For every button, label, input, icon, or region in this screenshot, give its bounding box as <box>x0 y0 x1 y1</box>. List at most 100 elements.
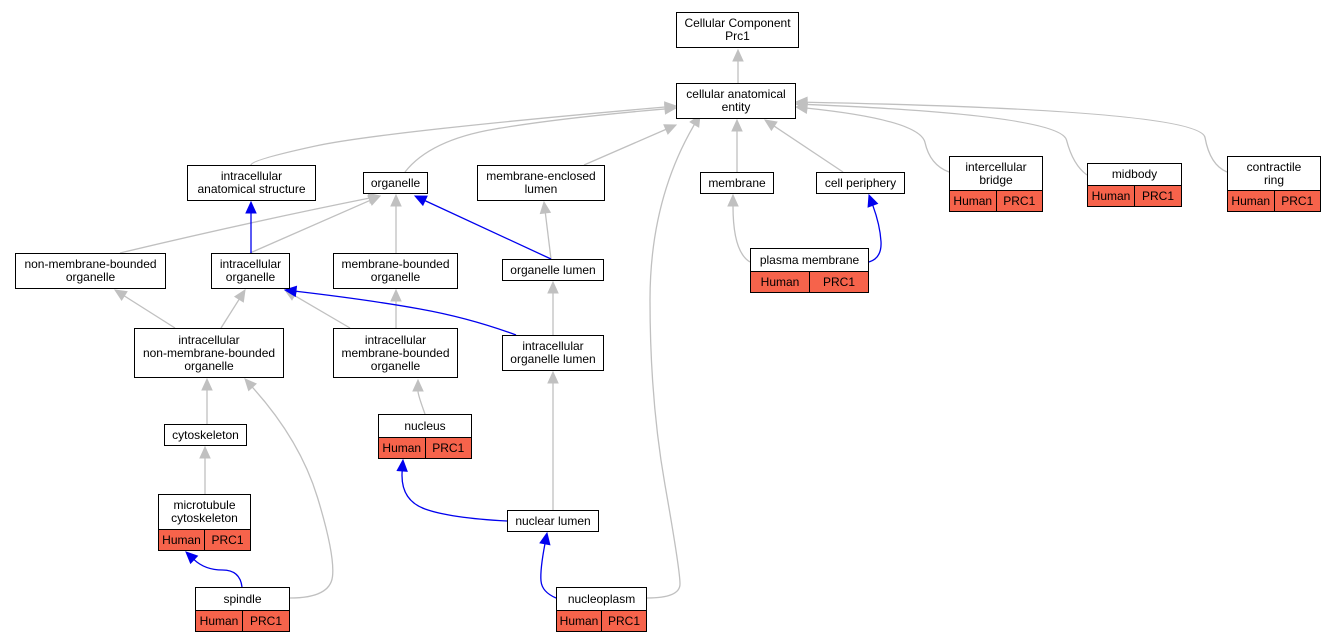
node-ias[interactable]: intracellular anatomical structure <box>187 165 316 201</box>
annotation-species: Human <box>1231 194 1271 208</box>
annotation-gene: PRC1 <box>809 272 868 292</box>
node-mbo[interactable]: membrane-bounded organelle <box>333 253 458 289</box>
edge-ol-to-mel <box>544 212 552 260</box>
edge-mel-to-cae <box>583 128 667 166</box>
arrowhead-io-to-organelle <box>367 195 382 206</box>
node-nmbo[interactable]: non-membrane-bounded organelle <box>15 253 166 289</box>
edge-cellper-to-cae <box>773 125 844 173</box>
node-imbo[interactable]: intracellular membrane-bounded organelle <box>333 328 458 378</box>
node-label: cytoskeleton <box>172 427 239 442</box>
node-label: intracellular non-membrane-bounded organ… <box>142 332 276 373</box>
node-label: membrane-bounded organelle <box>341 257 450 284</box>
node-io[interactable]: intracellular organelle <box>211 253 290 289</box>
edge-contring-to-cae <box>806 101 1228 173</box>
arrowhead-nuclumen-to-iol <box>547 370 559 384</box>
node-nuclumen[interactable]: nuclear lumen <box>507 510 599 532</box>
arrowhead-ol-to-organelle <box>413 195 428 207</box>
edge-midbody-to-cae <box>806 103 1088 176</box>
annotation-gene: PRC1 <box>242 611 289 631</box>
node-label: spindle <box>223 591 262 606</box>
node-label: nucleoplasm <box>567 591 636 606</box>
edge-nucleus-to-imbo <box>417 390 426 415</box>
node-mel[interactable]: membrane-enclosed lumen <box>477 165 605 201</box>
annotation-species: Human <box>760 275 800 289</box>
annotation-species: Human <box>1091 189 1131 203</box>
edge-inmbo-to-nmbo <box>123 295 176 329</box>
arrowhead-cellper-to-cae <box>763 119 778 132</box>
node-organelle[interactable]: organelle <box>363 172 428 194</box>
node-ol[interactable]: organelle lumen <box>502 259 604 281</box>
edge-nuclumen-to-nucleus <box>401 470 508 522</box>
node-label: intercellular bridge <box>965 159 1027 187</box>
edge-nmbo-to-organelle <box>119 197 370 254</box>
node-iol[interactable]: intracellular organelle lumen <box>502 335 604 371</box>
edge-io-to-organelle <box>249 199 371 254</box>
arrowhead-spindle-to-inmbo <box>244 378 257 392</box>
node-label: cellular anatomical entity <box>686 87 786 114</box>
node-label: non-membrane-bounded organelle <box>24 257 157 284</box>
annotation-row: Human PRC1 <box>751 271 868 292</box>
node-label: nuclear lumen <box>515 513 591 528</box>
node-cae[interactable]: cellular anatomical entity <box>676 83 796 119</box>
arrowhead-cae-to-root <box>732 48 744 62</box>
node-label: midbody <box>1111 167 1158 181</box>
arrowhead-nucleoplasm-to-nuclumen <box>539 531 551 546</box>
node-label: organelle lumen <box>510 262 596 277</box>
node-label: intracellular organelle lumen <box>510 339 596 366</box>
edge-iol-to-io <box>295 290 517 336</box>
node-label: nucleus <box>404 418 446 433</box>
arrowhead-mtcyto-to-cytoskel <box>199 445 211 459</box>
edge-icbridge-to-cae <box>806 107 950 173</box>
edge-ias-to-cae <box>250 106 666 166</box>
edge-pm-to-cellper <box>868 205 882 263</box>
node-cytoskel[interactable]: cytoskeleton <box>164 424 247 446</box>
node-root[interactable]: Cellular Component Prc1 <box>676 12 799 48</box>
annotation-gene: PRC1 <box>1273 191 1321 211</box>
node-label: intracellular anatomical structure <box>197 169 306 196</box>
arrowhead-inmbo-to-io <box>233 288 246 303</box>
arrowhead-imbo-to-mbo <box>390 288 402 302</box>
annotation-gene: PRC1 <box>424 438 472 458</box>
arrowhead-iol-to-ol <box>547 280 559 294</box>
annotation-gene: PRC1 <box>204 530 250 550</box>
edge-ol-to-organelle <box>424 200 552 260</box>
annotation-gene: PRC1 <box>995 191 1043 211</box>
annotation-species: Human <box>199 614 239 628</box>
annotation-species: Human <box>162 533 201 547</box>
arrowhead-ol-to-mel <box>539 200 552 215</box>
arrowhead-inmbo-to-nmbo <box>113 289 128 302</box>
node-membrane[interactable]: membrane <box>700 172 774 194</box>
edge-organelle-to-cae <box>404 108 666 173</box>
node-label: intracellular membrane-bounded organelle <box>341 332 450 373</box>
arrowhead-spindle-to-mtcyto <box>185 551 199 565</box>
arrowhead-nuclumen-to-nucleus <box>396 458 408 472</box>
arrowhead-membrane-to-cae <box>731 118 743 132</box>
node-label: contractile ring <box>1246 159 1302 187</box>
node-inmbo[interactable]: intracellular non-membrane-bounded organ… <box>134 328 284 378</box>
arrowhead-pm-to-membrane <box>727 193 739 207</box>
arrowhead-nucleus-to-imbo <box>412 378 424 392</box>
annotation-gene: PRC1 <box>1134 186 1181 206</box>
arrowhead-contring-to-cae <box>794 96 808 109</box>
annotation-species: Human <box>953 194 993 208</box>
node-label: membrane-enclosed lumen <box>486 169 596 196</box>
arrowhead-organelle-to-cae <box>664 103 678 115</box>
node-cellper[interactable]: cell periphery <box>816 172 905 194</box>
node-label: microtubule cytoskeleton <box>171 498 238 525</box>
arrowhead-cytoskel-to-inmbo <box>201 377 213 391</box>
